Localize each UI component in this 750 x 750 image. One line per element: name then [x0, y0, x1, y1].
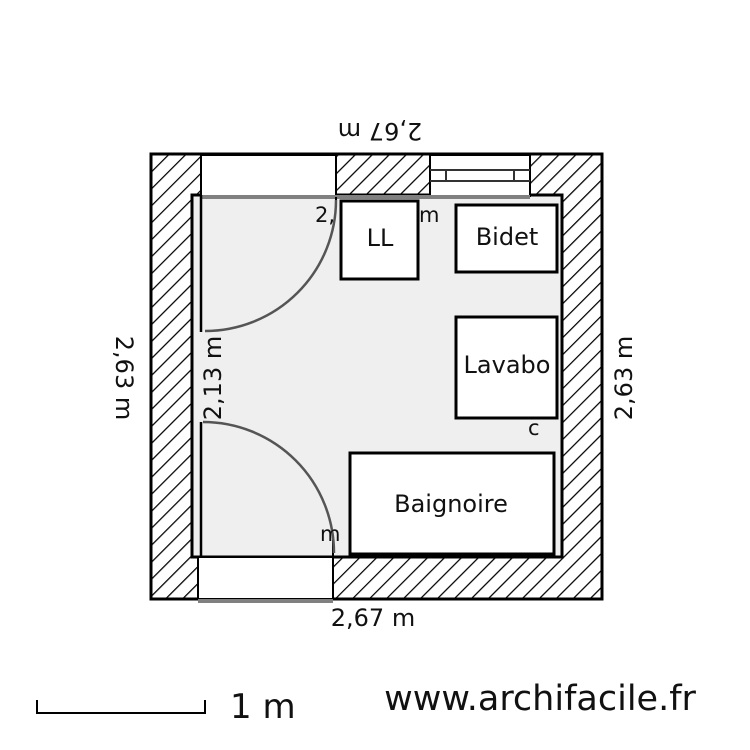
dimension-fragment: m: [320, 522, 340, 546]
dimension-bottom: 2,67 m: [331, 604, 415, 632]
dimension-fragment: m: [419, 203, 439, 227]
bottom-door-opening: [197, 556, 334, 600]
top-door-swing: [204, 199, 338, 333]
bottom-door-swing: [202, 420, 336, 554]
fixture-baignoire: Baignoire: [348, 451, 556, 556]
fixture-label-lavabo: Lavabo: [464, 351, 551, 379]
top-door-opening: [200, 154, 337, 197]
dimension-top: 2,67 m: [338, 117, 422, 145]
scale-bar: 1 m: [36, 687, 296, 727]
dimension-left: 2,63 m: [110, 336, 138, 420]
fixture-label-baignoire: Baignoire: [394, 490, 508, 518]
fixture-lavabo: Lavabo: [454, 315, 559, 420]
scale-label: 1 m: [230, 687, 296, 727]
dimension-right: 2,63 m: [610, 336, 638, 420]
dimension-inner-left: 2,13 m: [199, 336, 227, 420]
dimension-fragment: c: [528, 416, 540, 440]
fixture-label-ll: LL: [367, 224, 394, 252]
website-watermark: www.archifacile.fr: [384, 679, 696, 719]
fixture-bidet: Bidet: [454, 203, 559, 274]
fixture-ll: LL: [339, 199, 420, 281]
dimension-fragment: 2,: [315, 203, 335, 227]
fixture-label-bidet: Bidet: [476, 223, 539, 251]
window: [429, 154, 531, 197]
